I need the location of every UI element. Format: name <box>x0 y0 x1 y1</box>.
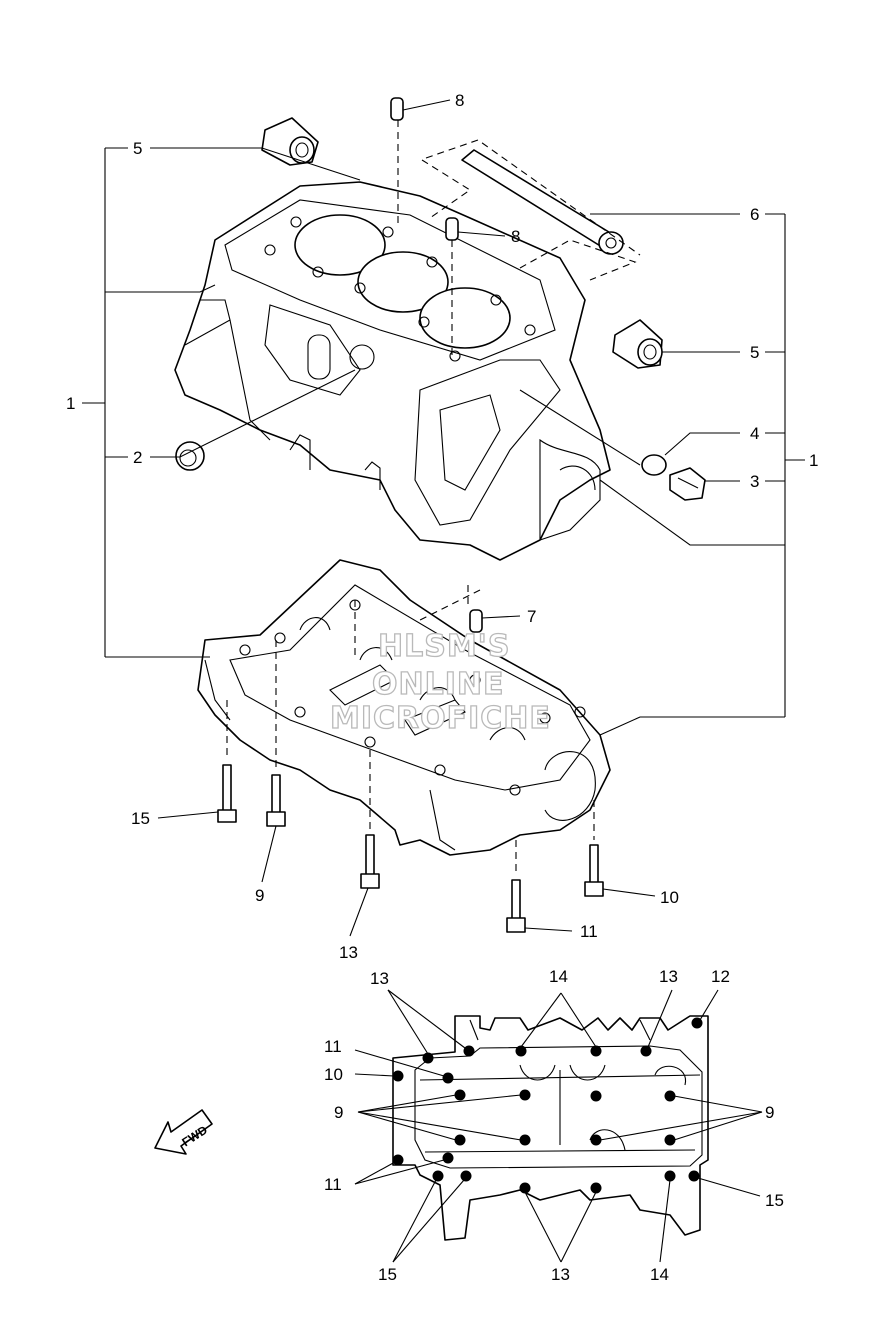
pattern-callout-11-bottom: 11 <box>324 1175 342 1194</box>
callout-1-left: 1 <box>66 394 75 413</box>
bolt-10 <box>584 844 604 897</box>
callout-9-bolt: 9 <box>255 886 264 905</box>
pattern-callout-9-left: 9 <box>334 1103 343 1122</box>
part-8-dowel-mid <box>445 217 459 241</box>
assembly-lines <box>226 120 641 875</box>
upper-crankcase <box>174 181 611 561</box>
pattern-callout-13-bottom: 13 <box>551 1265 570 1284</box>
callout-8-top: 8 <box>455 91 464 110</box>
callout-2: 2 <box>133 448 142 467</box>
lower-crankcase <box>197 559 611 856</box>
leader-lines <box>82 99 805 937</box>
callout-5-left: 5 <box>133 139 142 158</box>
watermark-line-1: HLSM'S <box>378 629 510 664</box>
callout-8-mid: 8 <box>511 227 520 246</box>
part-6-shaft <box>461 149 624 255</box>
callout-1-right: 1 <box>809 451 818 470</box>
part-2-plug <box>175 441 205 471</box>
deck-bolt-holes <box>264 216 536 362</box>
callout-15-bolt: 15 <box>131 809 150 828</box>
pattern-callout-13-tl: 13 <box>370 969 389 988</box>
pattern-callout-13-tr: 13 <box>659 967 678 986</box>
part-5-damper-left <box>261 117 319 166</box>
bolt-15 <box>217 764 237 823</box>
part-5-damper-right <box>612 319 663 369</box>
pattern-callout-15-right: 15 <box>765 1191 784 1210</box>
callout-3: 3 <box>750 472 759 491</box>
bolt-11 <box>506 879 526 933</box>
fwd-arrow-icon: FWD <box>154 1109 213 1155</box>
part-8-dowel-top <box>390 97 404 121</box>
part-3-plug <box>669 467 706 501</box>
bolt-pattern-dots <box>392 1017 703 1194</box>
callout-5-right: 5 <box>750 343 759 362</box>
pattern-callout-9-right: 9 <box>765 1103 774 1122</box>
bolt-pattern-diagram <box>354 989 763 1263</box>
callout-4: 4 <box>750 424 759 443</box>
callout-10-bolt: 10 <box>660 888 679 907</box>
pattern-callout-10: 10 <box>324 1065 343 1084</box>
callout-13-bolt: 13 <box>339 943 358 962</box>
pattern-callout-11-top: 11 <box>324 1037 342 1056</box>
lower-case-bolt-holes <box>239 599 586 796</box>
part-7-dowel <box>469 609 483 633</box>
pattern-callout-14-top: 14 <box>549 967 568 986</box>
callout-11-bolt: 11 <box>580 922 598 941</box>
callout-labels: 1 1 2 3 4 5 5 6 7 8 8 9 10 11 13 15 13 1… <box>66 91 818 1284</box>
bolt-9 <box>266 774 286 827</box>
callout-7: 7 <box>527 607 536 626</box>
watermark: HLSM'S ONLINE MICROFICHE <box>329 628 551 736</box>
part-4-o-ring <box>641 454 667 476</box>
pattern-callout-14-bottom: 14 <box>650 1265 669 1284</box>
bolt-13 <box>360 834 380 889</box>
watermark-line-2: ONLINE <box>372 667 505 702</box>
pattern-callout-12: 12 <box>711 967 730 986</box>
pattern-callout-15-bl: 15 <box>378 1265 397 1284</box>
watermark-line-3: MICROFICHE <box>330 701 551 736</box>
callout-6: 6 <box>750 205 759 224</box>
